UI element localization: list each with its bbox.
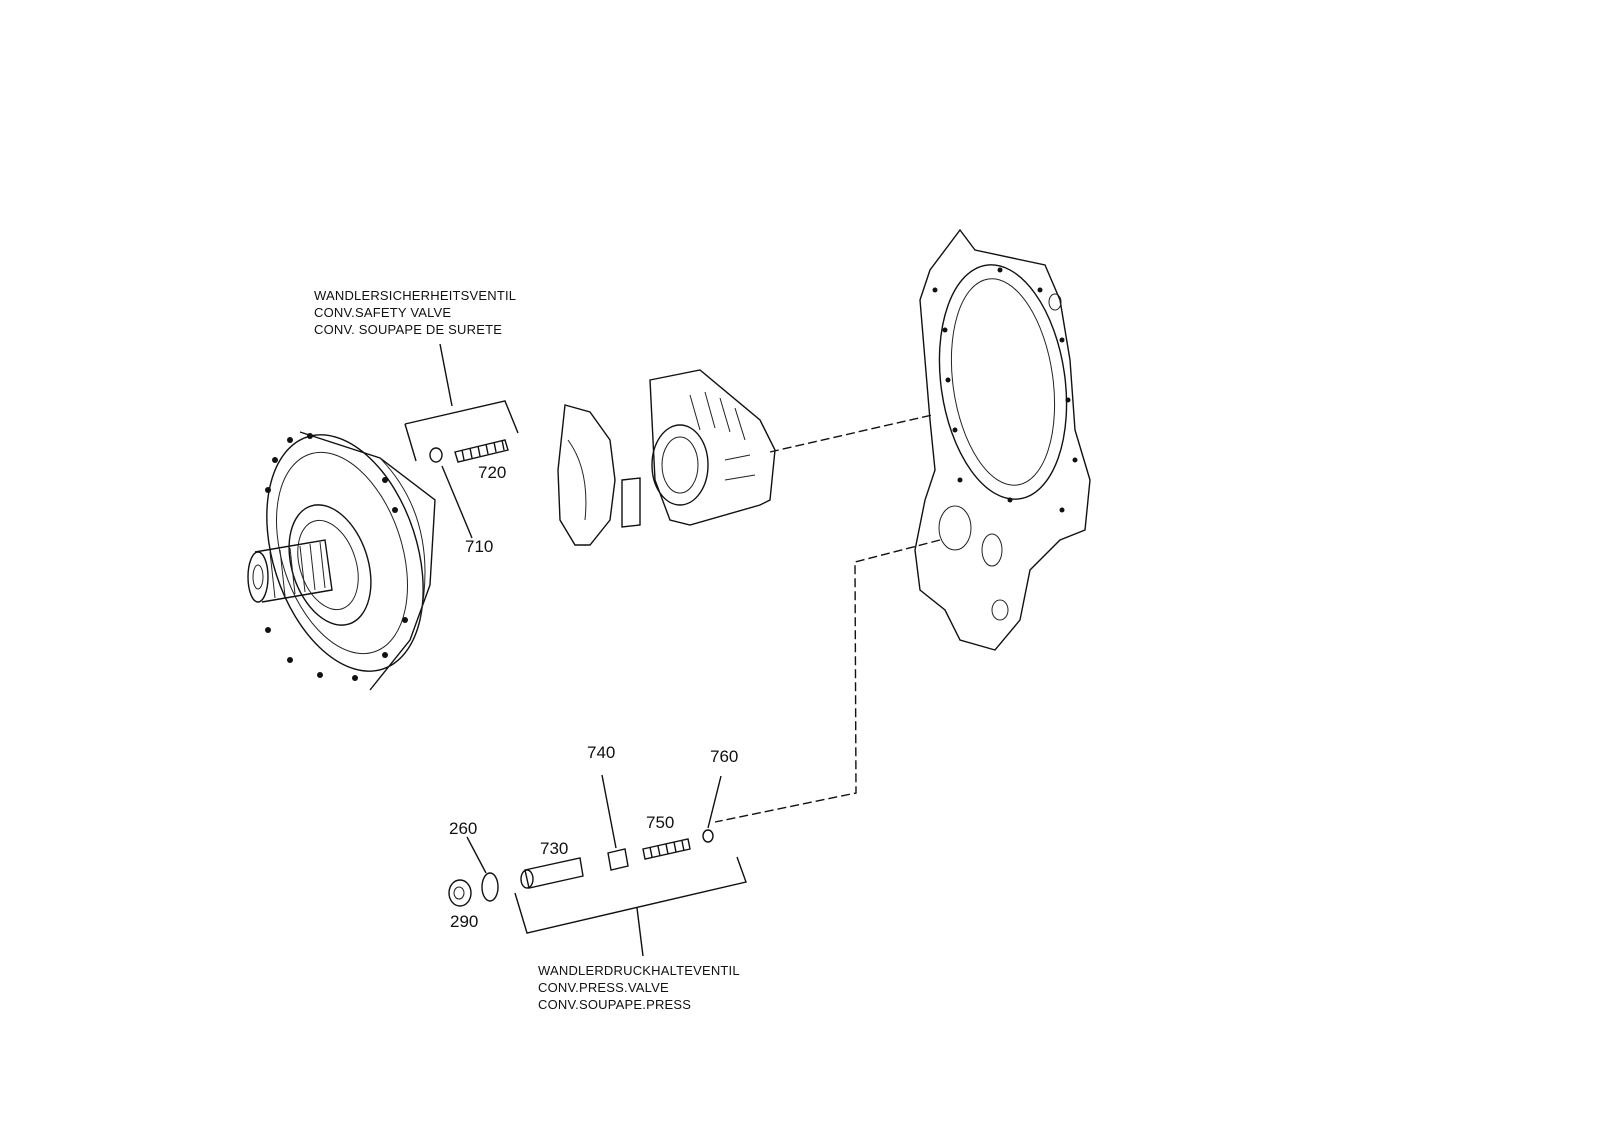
pressure-valve-caption-line3: CONV.SOUPAPE.PRESS <box>538 997 691 1012</box>
gearbox-housing-drawing <box>914 228 1091 651</box>
part-number-730: 730 <box>540 839 568 858</box>
pump-body-drawing <box>649 369 776 526</box>
gasket-drawing <box>557 404 641 546</box>
pressure-valve-group <box>448 774 747 957</box>
safety-valve-caption-line3: CONV. SOUPAPE DE SURETE <box>314 322 502 337</box>
pump-housing-drawing <box>247 431 436 691</box>
safety-valve-caption-line1: WANDLERSICHERHEITSVENTIL <box>314 288 516 303</box>
safety-valve-group <box>404 343 519 539</box>
pressure-valve-caption-line1: WANDLERDRUCKHALTEVENTIL <box>538 963 740 978</box>
safety-valve-caption-line2: CONV.SAFETY VALVE <box>314 305 451 320</box>
part-number-760: 760 <box>710 747 738 766</box>
assembly-dashed-lines <box>714 414 941 823</box>
part-number-260: 260 <box>449 819 477 838</box>
part-number-720: 720 <box>478 463 506 482</box>
part-number-290: 290 <box>450 912 478 931</box>
part-number-750: 750 <box>646 813 674 832</box>
part-number-740: 740 <box>587 743 615 762</box>
pressure-valve-caption-line2: CONV.PRESS.VALVE <box>538 980 669 995</box>
part-number-710: 710 <box>465 537 493 556</box>
